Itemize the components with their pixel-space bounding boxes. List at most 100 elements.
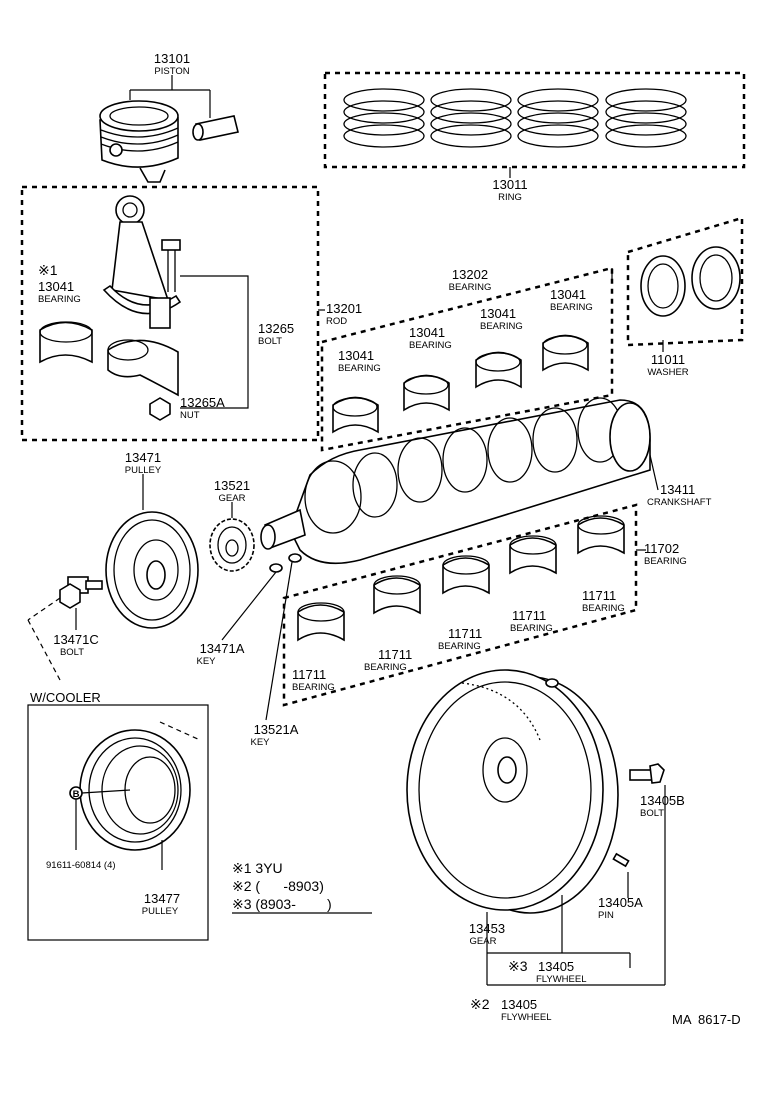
label-flywheel-pin: 13405A PIN	[598, 895, 643, 921]
label-pulley-bolt: 13471C BOLT	[53, 632, 99, 658]
piston-part	[99, 100, 179, 183]
part-number: 11711	[512, 608, 546, 623]
note-mark: ※2	[470, 996, 490, 1012]
part-number: 13471C	[53, 632, 99, 647]
part-number: 11711	[582, 588, 616, 603]
part-name: BEARING	[364, 662, 407, 673]
label-cooler: W/COOLER B 91611-60814 (4) 13477 PULLEY	[30, 690, 180, 917]
label-upper-bearing-2: 13041 BEARING	[409, 325, 452, 351]
pulley-part	[105, 511, 199, 629]
part-name: BOLT	[640, 808, 664, 819]
label-rod: 13201 ROD	[326, 301, 362, 327]
label-rod-bearing: ※1 13041 BEARING	[38, 262, 81, 305]
part-name: GEAR	[219, 493, 246, 504]
part-name: BEARING	[438, 641, 481, 652]
gear-part	[209, 518, 255, 572]
label-lower-bearing-2: 11711 BEARING	[364, 647, 412, 673]
part-number: 13453	[469, 921, 505, 936]
label-upper-bearing-4: 13041 BEARING	[550, 287, 593, 313]
part-name: PULLEY	[142, 906, 179, 917]
washer-group-box	[626, 216, 744, 347]
part-number: 13041	[38, 279, 74, 294]
part-name: KEY	[196, 656, 216, 667]
part-number: 13041	[338, 348, 374, 363]
part-number: 13477	[144, 891, 180, 906]
part-number: 13411	[660, 482, 695, 497]
part-number: 13011	[492, 177, 527, 192]
flywheel-pin-part	[612, 852, 630, 868]
label-lower-bearing-1: 11711 BEARING	[292, 667, 335, 693]
label-flywheel-3: ※3 13405 FLYWHEEL	[508, 958, 587, 985]
rod-bolt-part	[161, 239, 181, 292]
label-rod-bolt: 13265 BOLT	[258, 321, 294, 347]
rod-bearing-part	[39, 321, 93, 364]
label-lower-bearing-5: 11711 BEARING	[582, 588, 625, 614]
label-flywheel-bolt: 13405B BOLT	[640, 793, 685, 819]
part-name: RING	[498, 192, 522, 203]
part-name: FLYWHEEL	[501, 1012, 552, 1023]
notes-block: ※1 3YU ※2 ( -8903) ※3 (8903- )	[232, 860, 372, 914]
part-name: PISTON	[154, 66, 189, 77]
label-rod-nut: 13265A NUT	[180, 395, 225, 421]
flywheel-bolt-part	[629, 763, 665, 784]
key-b-part	[288, 553, 302, 563]
part-number: 13265	[258, 321, 294, 336]
label-key-a: 13471A KEY	[196, 641, 244, 667]
label-lower-bearing-3: 11711 BEARING	[438, 626, 482, 652]
drawing-code: MA 8617-D	[672, 1012, 741, 1027]
connecting-rod-part	[102, 195, 182, 397]
part-name: BEARING	[409, 340, 452, 351]
part-name: KEY	[250, 737, 270, 748]
part-name: BEARING	[480, 321, 523, 332]
ring-group-box	[323, 71, 746, 169]
part-name: BOLT	[60, 647, 84, 658]
label-upper-bearing-3: 13041 BEARING	[480, 306, 523, 332]
part-name: WASHER	[647, 367, 688, 378]
part-number: 11711	[378, 647, 412, 662]
note-line-2: ※2 ( -8903)	[232, 878, 324, 894]
part-number: 13405	[538, 959, 574, 974]
label-key-b: 13521A KEY	[250, 722, 298, 748]
part-number: 11702	[644, 541, 679, 556]
part-number: 13041	[550, 287, 586, 302]
cooler-title: W/COOLER	[30, 690, 101, 705]
label-flywheel-gear: 13453 GEAR	[469, 921, 505, 947]
label-bearing-set-lower: 11702 BEARING	[644, 541, 687, 567]
part-number: 13521A	[254, 722, 299, 737]
part-name: PULLEY	[125, 465, 162, 476]
part-name: BEARING	[550, 302, 593, 313]
label-upper-bearing-1: 13041 BEARING	[338, 348, 381, 374]
part-name: ROD	[326, 316, 347, 327]
part-name: PIN	[598, 910, 614, 921]
label-lower-bearing-4: 11711 BEARING	[510, 608, 553, 634]
part-number: 13405	[501, 997, 537, 1012]
cooler-pulley-part	[79, 729, 191, 851]
label-flywheel-2: ※2 13405 FLYWHEEL	[470, 996, 552, 1023]
cooler-box	[27, 704, 209, 941]
part-name: CRANKSHAFT	[647, 497, 712, 508]
part-number: 13521	[214, 478, 250, 493]
note-line-1: ※1 3YU	[232, 860, 283, 876]
part-number: 11011	[651, 352, 685, 367]
label-ring: 13011 RING	[492, 177, 527, 203]
lower-bearing-group-box	[282, 503, 638, 707]
piston-pin-part	[192, 115, 239, 141]
part-number: 13101	[154, 51, 190, 66]
part-number: 13471	[125, 450, 161, 465]
label-pulley: 13471 PULLEY	[125, 450, 162, 476]
label-bearing-set-upper: 13202 BEARING	[449, 267, 492, 293]
crankshaft-part	[260, 397, 651, 565]
part-number: 13041	[409, 325, 445, 340]
part-name: BEARING	[644, 556, 687, 567]
part-number: 91611-60814 (4)	[46, 860, 116, 871]
note-mark: ※1	[38, 262, 58, 278]
part-name: BEARING	[510, 623, 553, 634]
part-number: 13041	[480, 306, 516, 321]
label-piston: 13101 PISTON	[154, 51, 190, 77]
key-a-part	[269, 563, 283, 573]
lower-bearing-parts	[297, 515, 625, 642]
part-name: BEARING	[582, 603, 625, 614]
part-name: FLYWHEEL	[536, 974, 587, 985]
part-name: BEARING	[338, 363, 381, 374]
part-name: GEAR	[470, 936, 497, 947]
